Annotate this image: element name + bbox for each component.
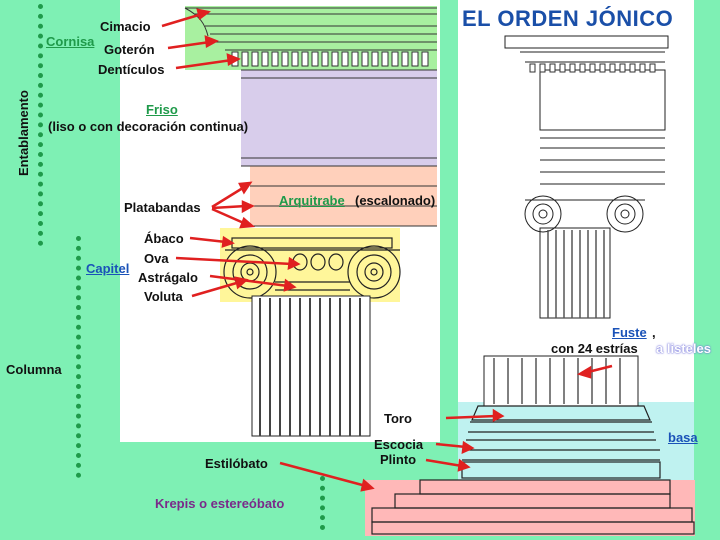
fuste-label: Fuste: [612, 325, 647, 340]
toro-label: Toro: [384, 411, 412, 426]
arquitrabe-note: (escalonado): [355, 193, 436, 208]
goteron-label: Goterón: [104, 42, 155, 57]
page-title: EL ORDEN JÓNICO: [462, 6, 674, 31]
krepis-bracket: [320, 476, 330, 530]
estilobato-label: Estilóbato: [205, 456, 268, 471]
voluta-label: Voluta: [144, 289, 183, 304]
krepis-label: Krepis o estereóbato: [155, 496, 285, 511]
estrias-label: con 24 estrías: [551, 341, 638, 356]
dentils-right: [529, 63, 656, 73]
ova-label: Ova: [144, 251, 169, 266]
astragalo-label: Astrágalo: [138, 270, 198, 285]
frieze-band: [241, 70, 437, 166]
columna-bracket: [76, 236, 86, 478]
denticulos-label: Dentículos: [98, 62, 165, 77]
entablamento-label: Entablamento: [16, 90, 31, 176]
arquitrabe-label: Arquitrabe: [279, 193, 345, 208]
abaco-label: Ábaco: [144, 231, 184, 246]
escocia-label: Escocia: [374, 437, 424, 452]
listeles-label: a listeles: [656, 341, 711, 356]
entablamento-bracket: [38, 4, 48, 246]
pointer-arrows: [161, 8, 613, 492]
dentils: [231, 51, 429, 67]
cimacio-label: Cimacio: [100, 19, 151, 34]
friso-note: (liso o con decoración continua): [48, 119, 249, 134]
fuste-comma: ,: [652, 325, 656, 340]
platabandas-label: Platabandas: [124, 200, 201, 215]
columna-label: Columna: [6, 362, 62, 377]
friso-label: Friso: [146, 102, 178, 117]
architrave-band: [250, 166, 437, 226]
cornisa-label: Cornisa: [46, 34, 95, 49]
capitel-label: Capitel: [86, 261, 130, 276]
plinto-label: Plinto: [380, 452, 417, 467]
basa-label: basa: [668, 430, 698, 445]
